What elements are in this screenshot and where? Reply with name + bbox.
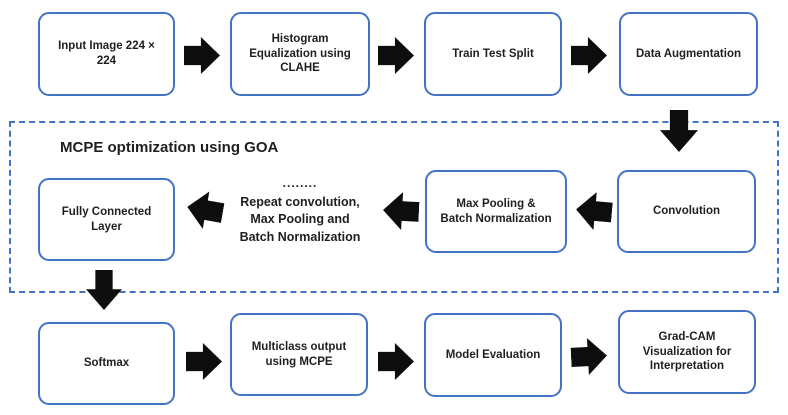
node-max-pooling-batch-norm: Max Pooling & Batch Normalization — [425, 170, 567, 253]
goa-optimization-group — [9, 121, 779, 293]
node-multiclass-output: Multiclass output using MCPE — [230, 313, 368, 396]
arrow-right-icon — [378, 37, 414, 74]
node-softmax-label: Softmax — [83, 357, 130, 370]
arrow-right-icon — [378, 343, 414, 380]
arrow-right-icon — [184, 37, 220, 74]
node-histogram-clahe-label: Histogram Equalization using CLAHE — [249, 32, 351, 75]
node-model-evaluation-label: Model Evaluation — [445, 348, 541, 361]
node-data-augmentation: Data Augmentation — [619, 12, 758, 96]
repeat-ellipsis: ........ — [282, 176, 318, 190]
node-model-evaluation: Model Evaluation — [424, 313, 562, 397]
node-convolution-label: Convolution — [652, 205, 721, 218]
node-data-augmentation-label: Data Augmentation — [636, 47, 741, 60]
node-gradcam-visualization-label: Grad-CAM Visualization for Interpretatio… — [642, 330, 732, 373]
node-gradcam-visualization: Grad-CAM Visualization for Interpretatio… — [618, 310, 756, 394]
repeat-note: Repeat convolution, Max Pooling and Batc… — [239, 195, 361, 244]
arrow-right-icon — [570, 337, 608, 376]
node-multiclass-output-label: Multiclass output using MCPE — [251, 340, 347, 368]
node-train-test-split-label: Train Test Split — [452, 47, 534, 60]
node-convolution: Convolution — [617, 170, 756, 253]
node-histogram-clahe: Histogram Equalization using CLAHE — [230, 12, 370, 96]
node-softmax: Softmax — [38, 322, 175, 405]
node-max-pooling-batch-norm-label: Max Pooling & Batch Normalization — [440, 197, 552, 225]
goa-optimization-group-title: MCPE optimization using GOA — [60, 139, 279, 156]
node-input-image: Input Image 224 × 224 — [38, 12, 175, 96]
node-input-image-label: Input Image 224 × 224 — [58, 40, 155, 67]
node-fully-connected-layer-label: Fully Connected Layer — [61, 205, 152, 233]
node-fully-connected-layer: Fully Connected Layer — [38, 178, 175, 261]
arrow-right-icon — [186, 343, 222, 380]
arrow-right-icon — [571, 37, 607, 74]
node-train-test-split: Train Test Split — [424, 12, 562, 96]
